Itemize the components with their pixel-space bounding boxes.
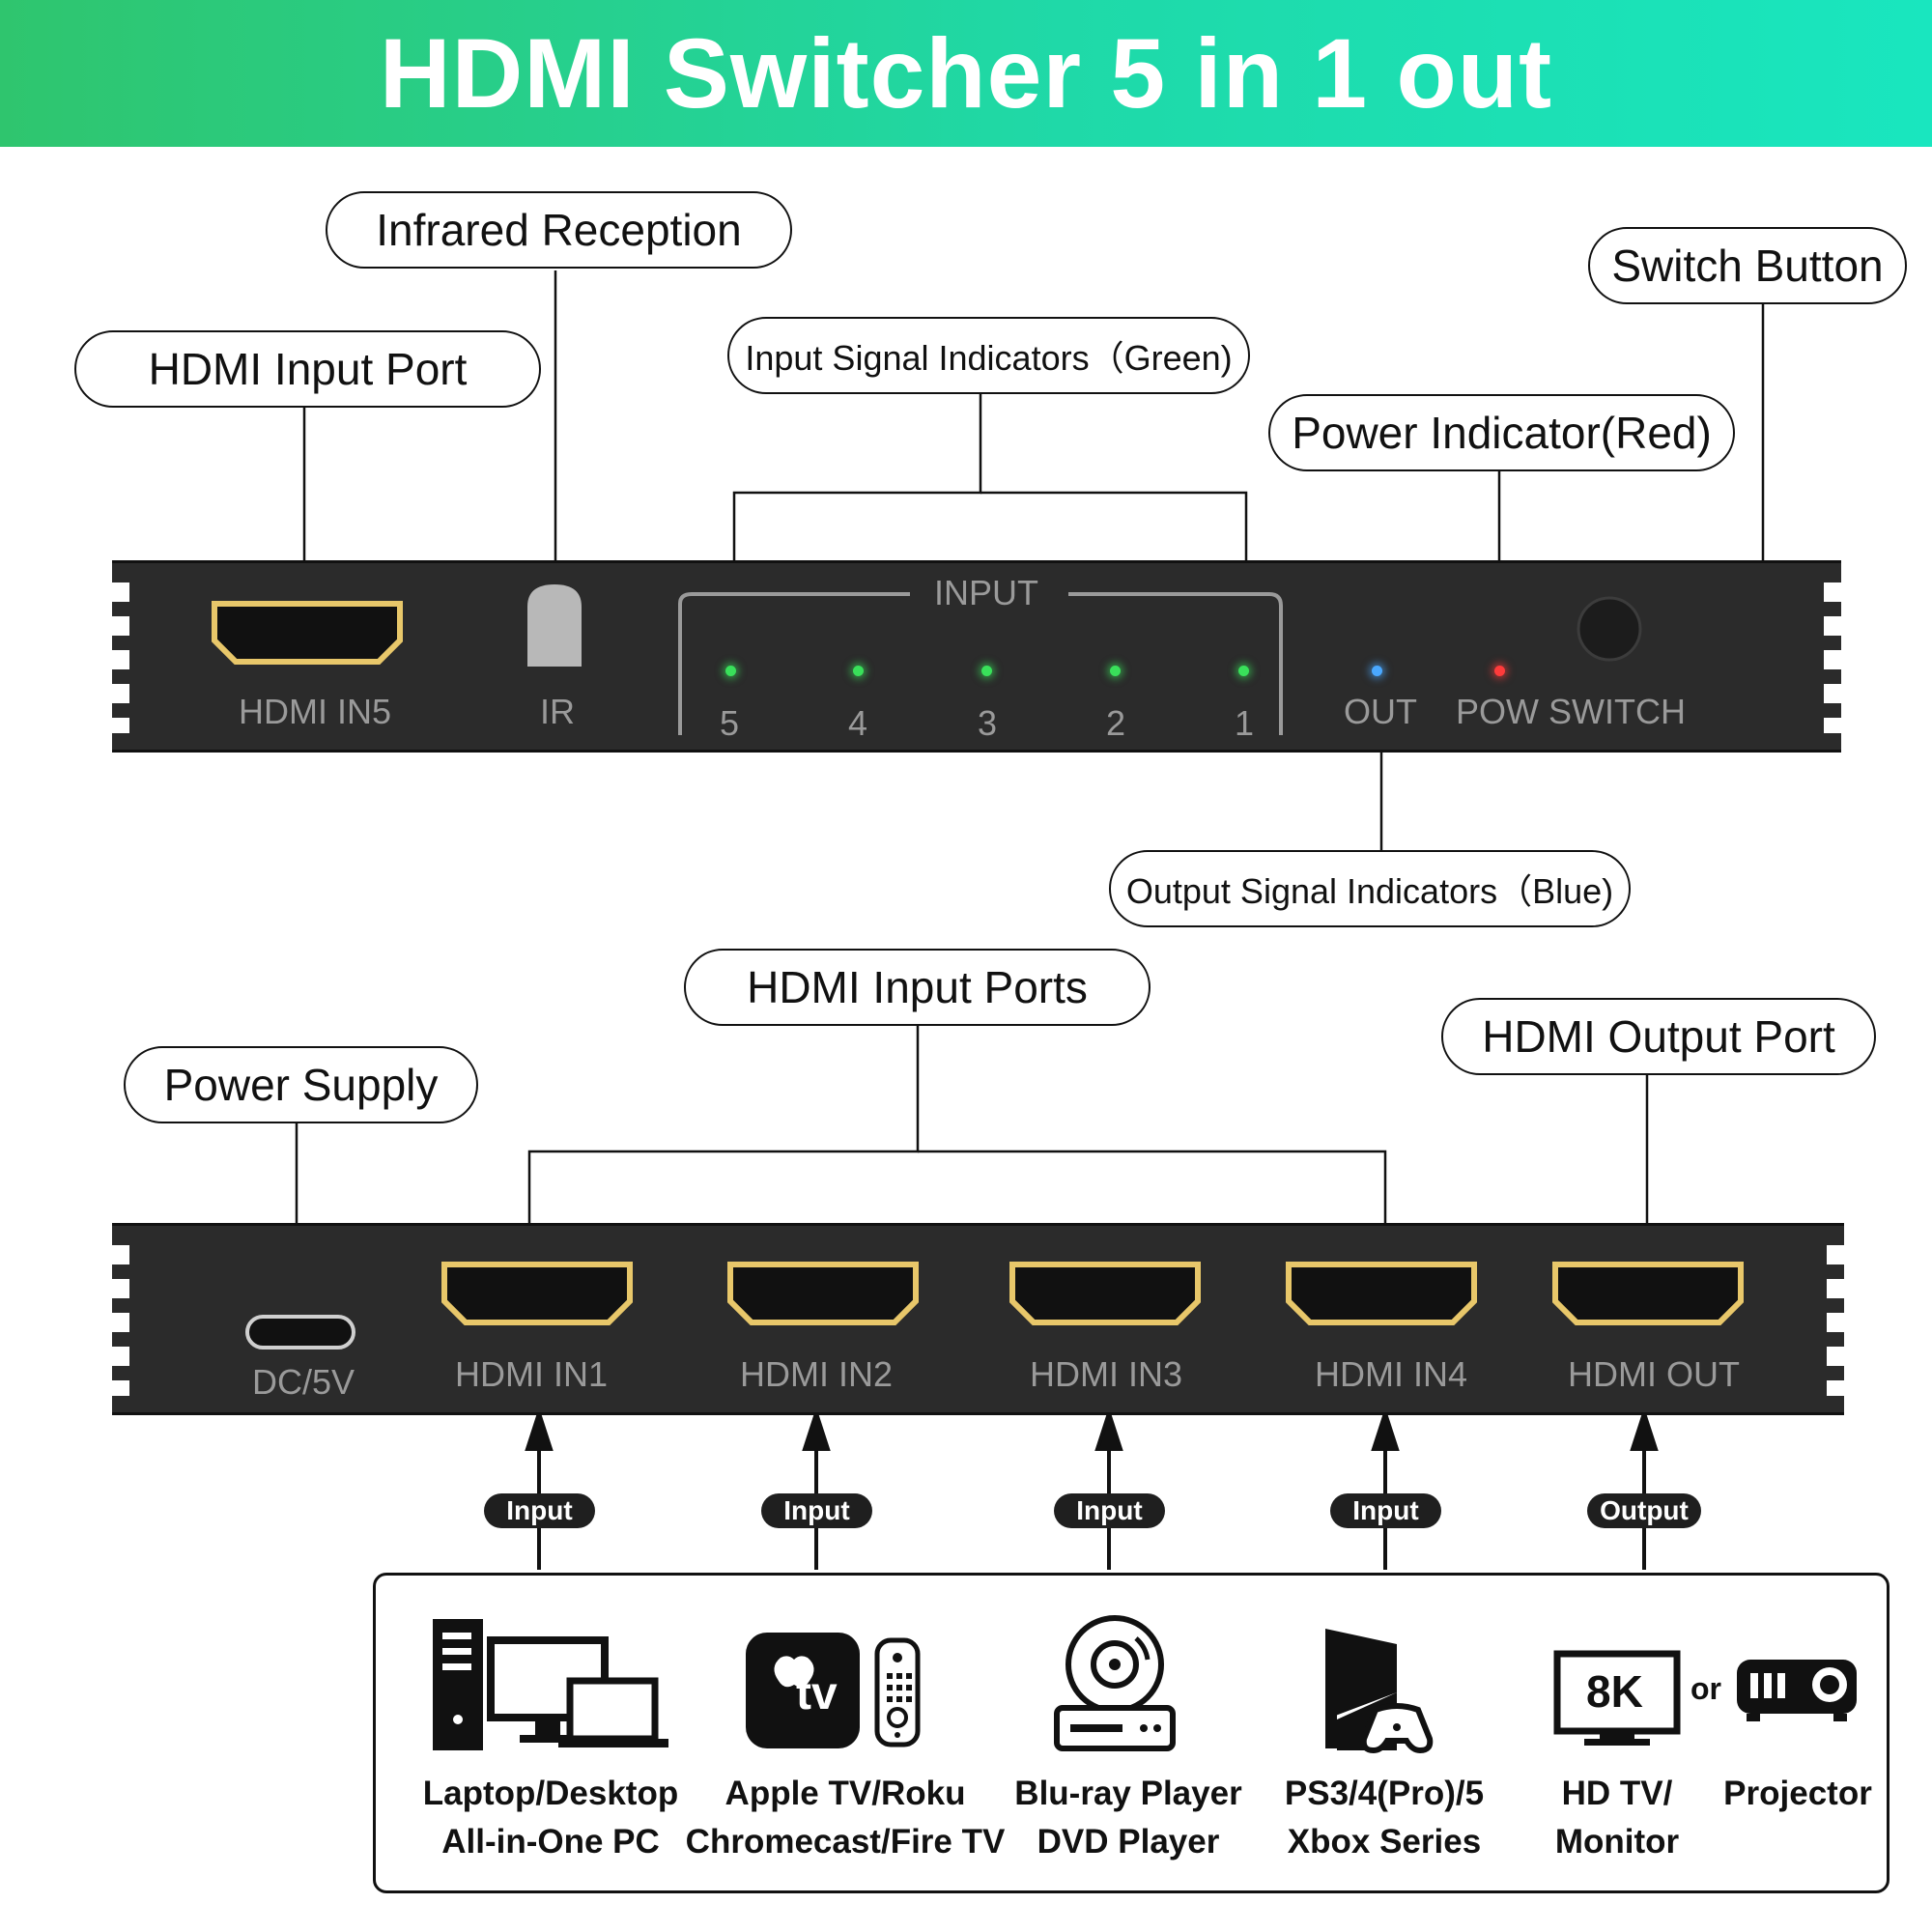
flow-tag-input-4: Input [1330, 1493, 1441, 1528]
power-indicator-callout: Power Indicator(Red) [1268, 394, 1735, 471]
hdmi-input-port-callout: HDMI Input Port [74, 330, 541, 408]
tv-label-line-1: HD TV/ [1561, 1775, 1673, 1812]
projector-label: Projector [1723, 1775, 1872, 1812]
front-panel: HDMI IN5 IR INPUT 5 4 3 2 1 OUT POW SWIT… [112, 560, 1841, 753]
tv-label-line-2: Monitor [1554, 1823, 1680, 1861]
hdmi-in2-label: HDMI IN2 [740, 1354, 894, 1394]
hdmi-in4-label: HDMI IN4 [1315, 1354, 1468, 1394]
input-header: INPUT [934, 573, 1038, 612]
pc-icon [433, 1619, 668, 1750]
console-icon [1325, 1629, 1434, 1754]
power-led [1494, 666, 1505, 676]
hdmi-out-label: HDMI OUT [1568, 1354, 1740, 1394]
tv-badge-text: 8K [1586, 1666, 1643, 1717]
apple-tv-icon [746, 1633, 860, 1748]
switch-button-callout: Switch Button [1588, 227, 1907, 304]
front-panel-graphics [112, 582, 1841, 735]
pc-label-line-1: Laptop/Desktop [422, 1775, 679, 1812]
console-label-line-1: PS3/4(Pro)/5 [1284, 1775, 1485, 1812]
input-indicators-callout: Input Signal Indicators（Green) [727, 317, 1250, 394]
flow-tag-input-3: Input [1054, 1493, 1165, 1528]
console-label: PS3/4(Pro)/5 Xbox Series [1264, 1770, 1505, 1866]
console-label-line-2: Xbox Series [1287, 1823, 1482, 1861]
player-label-line-2: DVD Player [1037, 1823, 1220, 1861]
remote-icon [874, 1637, 921, 1747]
input-led-5 [725, 666, 736, 676]
input-number-5: 5 [720, 703, 740, 743]
pc-label-line-2: All-in-One PC [441, 1823, 660, 1861]
switch-label: SWITCH [1548, 692, 1686, 731]
rear-panel: DC/5V HDMI IN1 HDMI IN2 HDMI IN3 HDMI IN… [112, 1223, 1844, 1415]
flow-tag-input-1: Input [484, 1493, 595, 1528]
disc-player-icon [1054, 1615, 1176, 1751]
input-led-3 [981, 666, 992, 676]
input-led-1 [1238, 666, 1249, 676]
or-text: or [1690, 1671, 1721, 1706]
tv-icon [1553, 1650, 1681, 1746]
page-title: HDMI Switcher 5 in 1 out [379, 18, 1553, 128]
hdmi-output-port-callout: HDMI Output Port [1441, 998, 1876, 1075]
hdmi-in5-label: HDMI IN5 [239, 692, 392, 731]
projector-icon [1737, 1660, 1857, 1721]
apple-tv-text: tv [796, 1668, 838, 1719]
hdmi-in1-label: HDMI IN1 [455, 1354, 609, 1394]
input-number-3: 3 [978, 703, 998, 743]
player-label: Blu-ray Player DVD Player [1003, 1770, 1254, 1866]
output-led [1372, 666, 1382, 676]
streamer-label: Apple TV/Roku Chromecast/Fire TV [676, 1770, 1014, 1866]
infrared-callout: Infrared Reception [326, 191, 792, 269]
input-number-2: 2 [1106, 703, 1126, 743]
ir-label: IR [540, 692, 575, 731]
dc-label: DC/5V [252, 1362, 355, 1402]
input-number-4: 4 [848, 703, 868, 743]
player-label-line-1: Blu-ray Player [1014, 1775, 1242, 1812]
pow-label: POW [1456, 692, 1539, 731]
tv-label: HD TV/ Monitor [1530, 1770, 1704, 1866]
pc-label: Laptop/Desktop All-in-One PC [406, 1770, 696, 1866]
input-number-1: 1 [1235, 703, 1255, 743]
flow-tag-input-2: Input [761, 1493, 872, 1528]
flow-tag-output: Output [1587, 1493, 1701, 1528]
streamer-label-line-2: Chromecast/Fire TV [685, 1823, 1006, 1861]
output-indicators-callout: Output Signal Indicators（Blue) [1109, 850, 1631, 927]
hdmi-input-ports-callout: HDMI Input Ports [684, 949, 1151, 1026]
title-banner: HDMI Switcher 5 in 1 out [0, 0, 1932, 147]
streamer-label-line-1: Apple TV/Roku [724, 1775, 966, 1812]
power-supply-callout: Power Supply [124, 1046, 478, 1123]
out-label: OUT [1344, 692, 1417, 731]
hdmi-in5-port [212, 601, 403, 665]
hdmi-in3-label: HDMI IN3 [1030, 1354, 1183, 1394]
input-led-2 [1110, 666, 1121, 676]
rear-panel-graphics [112, 1245, 1844, 1396]
input-led-4 [853, 666, 864, 676]
